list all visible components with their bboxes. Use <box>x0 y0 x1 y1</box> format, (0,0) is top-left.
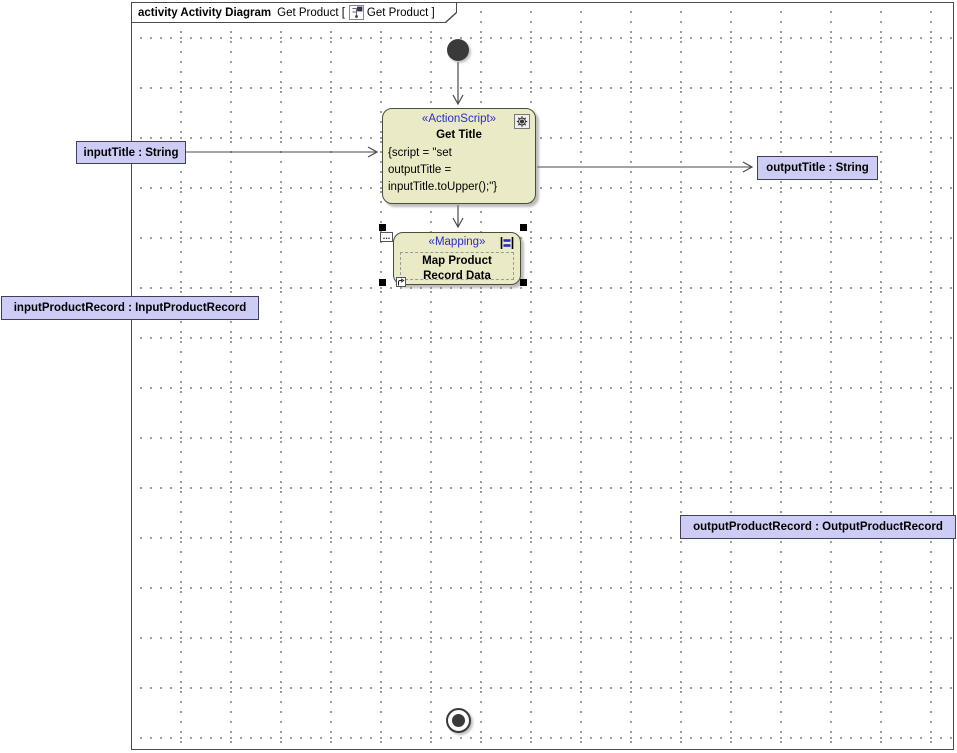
action-script-line: inputTitle.toUpper();"} <box>388 181 498 193</box>
parameter-label-text: inputProductRecord : InputProductRecord <box>13 302 247 314</box>
activity-diagram-icon <box>349 5 364 20</box>
parameter-node-input-product-record[interactable]: inputProductRecord : InputProductRecord <box>1 296 259 320</box>
mapping-name-compartment[interactable]: Map Product Record Data <box>400 252 514 282</box>
parameter-node-output-product-record[interactable]: outputProductRecord : OutputProductRecor… <box>680 515 956 539</box>
action-stereotype: «ActionScript» <box>421 113 497 125</box>
mapping-name-line2: Record Data <box>423 270 491 282</box>
dots-glyph: ... <box>382 230 391 241</box>
quick-link-arrow-icon[interactable] <box>396 277 406 287</box>
action-node-get-title[interactable]: «ActionScript» Get Title {sc <box>382 108 536 204</box>
frame-diagram-context: Get Product ] <box>366 6 435 19</box>
mapping-stereotype: «Mapping» <box>428 236 486 248</box>
parameter-node-input-title[interactable]: inputTitle : String <box>76 141 186 164</box>
selection-handle-bottom-left[interactable] <box>379 279 386 286</box>
selection-handle-top-left[interactable] <box>379 224 386 231</box>
initial-node[interactable] <box>447 39 469 61</box>
selection-handle-bottom-right[interactable] <box>520 279 527 286</box>
mapping-name-line1: Map Product <box>422 255 492 267</box>
parameter-label-text: outputTitle : String <box>766 162 869 174</box>
final-node-inner-dot <box>452 714 465 727</box>
mapping-icon <box>499 236 515 250</box>
parameter-label-text: outputProductRecord : OutputProductRecor… <box>693 521 943 533</box>
parameter-node-output-title[interactable]: outputTitle : String <box>757 156 878 180</box>
activity-final-node[interactable] <box>446 708 471 733</box>
action-script-line: outputTitle = <box>388 164 452 176</box>
more-options-icon[interactable]: ... <box>380 230 393 242</box>
selection-handle-top-right[interactable] <box>520 224 527 231</box>
frame-diagram-name: Get Product [ <box>277 6 345 19</box>
frame-keyword-and-type: activity Activity Diagram <box>138 6 272 19</box>
activity-frame[interactable]: activity Activity Diagram Get Product [ … <box>131 2 954 750</box>
action-name: Get Title <box>436 129 482 141</box>
gear-icon <box>514 114 530 129</box>
parameter-label-text: inputTitle : String <box>83 146 179 159</box>
frame-header-tab[interactable]: activity Activity Diagram Get Product [ … <box>131 2 457 23</box>
mapping-node-map-product[interactable]: «Mapping» Map Product Record Data <box>393 232 521 285</box>
action-script-line: {script = "set <box>388 147 452 159</box>
